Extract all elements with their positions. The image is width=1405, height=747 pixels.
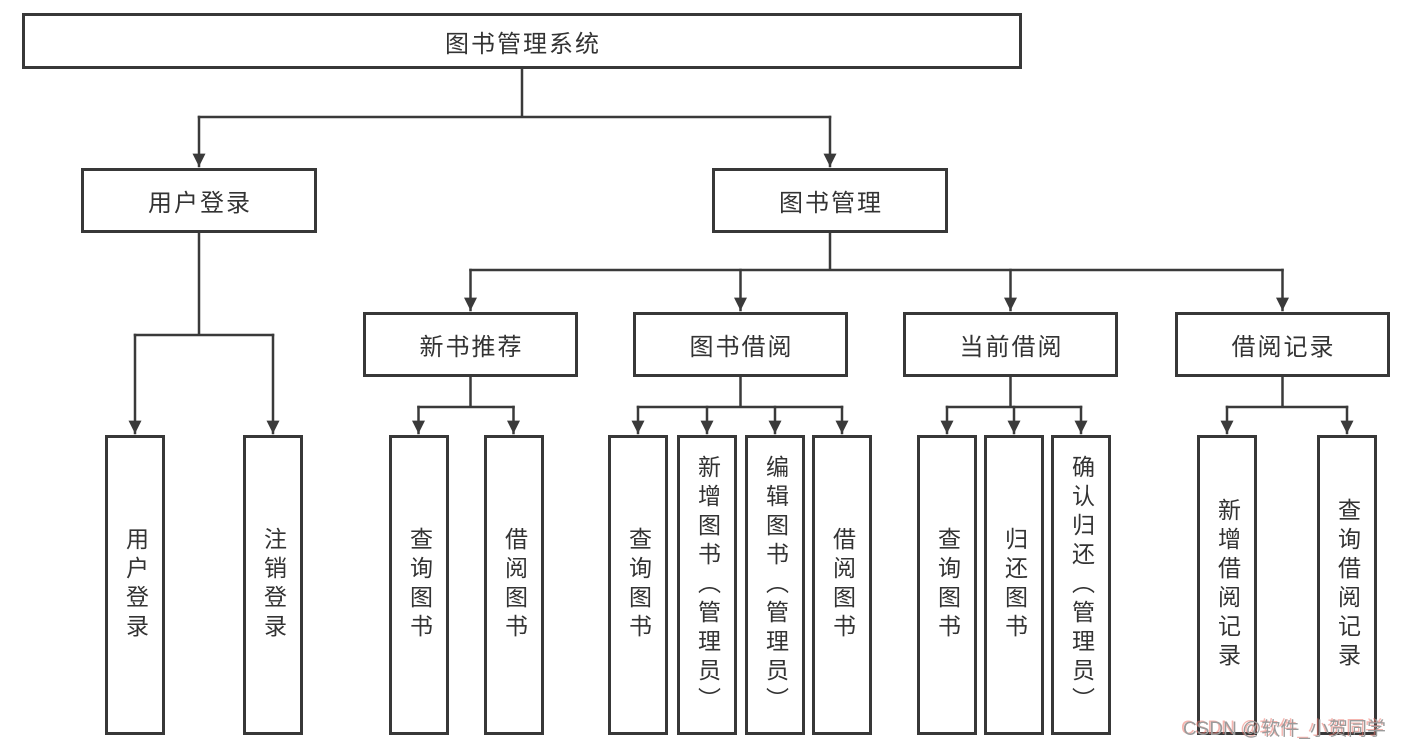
leaf-logout-login: 注销登录 [243, 435, 303, 735]
node-label: 确认归还（管理员） [1068, 454, 1095, 716]
node-label: 图书管理系统 [445, 30, 601, 58]
node-label: 注销登录 [260, 527, 287, 643]
leaf-query-borrow-record: 查询借阅记录 [1317, 435, 1377, 735]
node-label: 查询图书 [934, 527, 961, 643]
node-label: 用户登录 [148, 190, 252, 217]
node-library-management-system: 图书管理系统 [22, 13, 1022, 69]
node-label: 借阅图书 [501, 527, 528, 643]
leaf-confirm-return-admin: 确认归还（管理员） [1051, 435, 1111, 735]
leaf-add-books-admin: 新增图书（管理员） [677, 435, 737, 735]
node-label: 归还图书 [1001, 527, 1028, 643]
node-label: 编辑图书（管理员） [762, 454, 789, 716]
leaf-query-books-borrowing: 查询图书 [608, 435, 668, 735]
node-label: 借阅记录 [1231, 334, 1336, 361]
node-borrowing-records: 借阅记录 [1175, 312, 1390, 377]
node-new-book-recommend: 新书推荐 [363, 312, 578, 377]
node-label: 借阅图书 [829, 527, 856, 643]
connector-records-trunk [1225, 375, 1349, 409]
node-user-login: 用户登录 [81, 168, 317, 233]
connector-recommend-trunk [417, 375, 515, 409]
node-label: 查询借阅记录 [1334, 498, 1361, 672]
node-label: 当前借阅 [959, 334, 1064, 361]
node-book-management: 图书管理 [712, 168, 948, 233]
node-label: 图书借阅 [689, 334, 794, 361]
leaf-add-borrow-record: 新增借阅记录 [1197, 435, 1257, 735]
node-label: 新增借阅记录 [1214, 498, 1241, 672]
node-book-borrowing: 图书借阅 [633, 312, 848, 377]
node-label: 图书管理 [779, 190, 883, 217]
leaf-user-login: 用户登录 [105, 435, 165, 735]
leaf-borrow-books-borrowing: 借阅图书 [812, 435, 872, 735]
leaf-edit-books-admin: 编辑图书（管理员） [745, 435, 805, 735]
node-label: 查询图书 [406, 527, 433, 643]
leaf-borrow-books-recommend: 借阅图书 [484, 435, 544, 735]
node-current-borrowing: 当前借阅 [903, 312, 1118, 377]
node-label: 新书推荐 [419, 334, 524, 361]
connector-book-management-trunk [469, 231, 1284, 272]
csdn-watermark: CSDN @软件_小贺同学 [1183, 719, 1386, 740]
node-label: 用户登录 [122, 527, 149, 643]
leaf-query-books-recommend: 查询图书 [389, 435, 449, 735]
leaf-query-books-current: 查询图书 [917, 435, 977, 735]
node-label: 新增图书（管理员） [694, 454, 721, 716]
node-label: 查询图书 [625, 527, 652, 643]
connector-user-login-trunk [133, 231, 275, 337]
leaf-return-books: 归还图书 [984, 435, 1044, 735]
connector-root-trunk [197, 67, 832, 119]
connector-borrowing-trunk [636, 375, 844, 409]
connector-current-trunk [945, 375, 1083, 409]
